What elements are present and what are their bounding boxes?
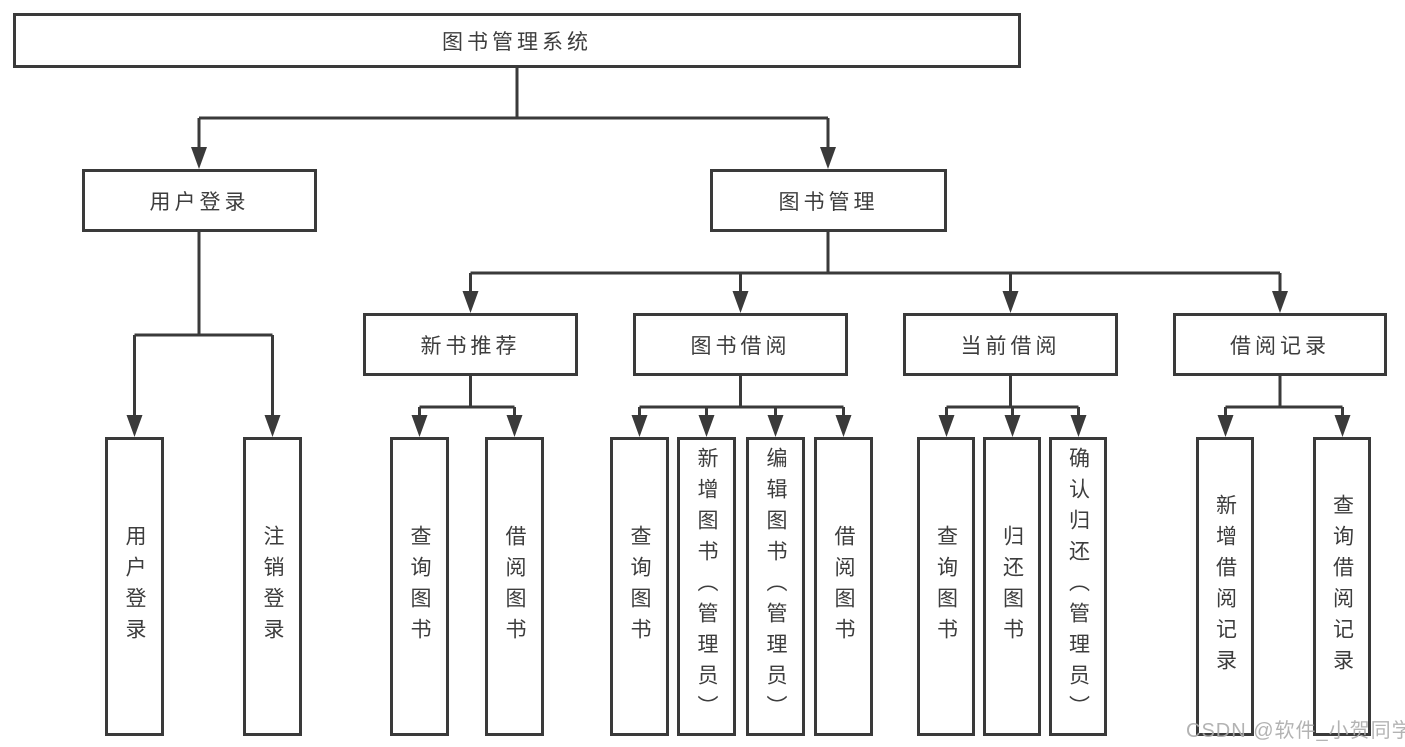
leaf-query-borrow-record-label: 查询借阅记录 <box>1330 493 1354 680</box>
leaf-edit-books-admin: 编辑图书（管理员） <box>746 437 805 736</box>
node-book-management: 图书管理 <box>710 169 947 232</box>
node-new-book-recommend-label: 新书推荐 <box>420 334 521 358</box>
node-book-management-label: 图书管理 <box>778 190 879 214</box>
leaf-query-books-current: 查询图书 <box>917 437 975 736</box>
leaf-return-books: 归还图书 <box>983 437 1041 736</box>
leaf-user-login-label: 用户登录 <box>123 524 146 649</box>
node-book-borrow: 图书借阅 <box>633 313 848 376</box>
node-book-borrow-label: 图书借阅 <box>690 334 791 358</box>
leaf-add-books-admin: 新增图书（管理员） <box>677 437 736 736</box>
leaf-add-borrow-record-label: 新增借阅记录 <box>1213 493 1237 680</box>
leaf-logout-label: 注销登录 <box>261 524 284 649</box>
leaf-query-books-recommend-label: 查询图书 <box>408 524 431 649</box>
leaf-borrow-books-label: 借阅图书 <box>832 524 855 649</box>
leaf-user-login: 用户登录 <box>105 437 164 736</box>
leaf-query-borrow-record: 查询借阅记录 <box>1313 437 1371 736</box>
leaf-borrow-books: 借阅图书 <box>814 437 873 736</box>
leaf-query-books-recommend: 查询图书 <box>390 437 449 736</box>
node-borrow-records-label: 借阅记录 <box>1230 334 1330 358</box>
leaf-query-books-borrow: 查询图书 <box>610 437 669 736</box>
node-current-borrow: 当前借阅 <box>903 313 1118 376</box>
node-user-login: 用户登录 <box>82 169 317 232</box>
arrowheads <box>126 147 1351 437</box>
node-user-login-label: 用户登录 <box>149 190 250 214</box>
root-node-label: 图书管理系统 <box>442 30 592 54</box>
node-borrow-records: 借阅记录 <box>1173 313 1387 376</box>
leaf-borrow-books-recommend: 借阅图书 <box>485 437 544 736</box>
leaf-borrow-books-recommend-label: 借阅图书 <box>503 524 526 649</box>
leaf-query-books-borrow-label: 查询图书 <box>628 524 651 649</box>
root-node: 图书管理系统 <box>13 13 1021 68</box>
node-current-borrow-label: 当前借阅 <box>960 334 1061 358</box>
leaf-confirm-return-admin-label: 确认归还（管理员） <box>1066 447 1090 726</box>
watermark: CSDN @软件_小贺同学 <box>1186 720 1405 742</box>
leaf-return-books-label: 归还图书 <box>1000 524 1024 649</box>
leaf-add-borrow-record: 新增借阅记录 <box>1196 437 1254 736</box>
leaf-add-books-admin-label: 新增图书（管理员） <box>695 447 718 726</box>
leaf-query-books-current-label: 查询图书 <box>934 524 958 649</box>
leaf-logout: 注销登录 <box>243 437 302 736</box>
leaf-confirm-return-admin: 确认归还（管理员） <box>1049 437 1107 736</box>
node-new-book-recommend: 新书推荐 <box>363 313 578 376</box>
leaf-edit-books-admin-label: 编辑图书（管理员） <box>764 447 787 726</box>
